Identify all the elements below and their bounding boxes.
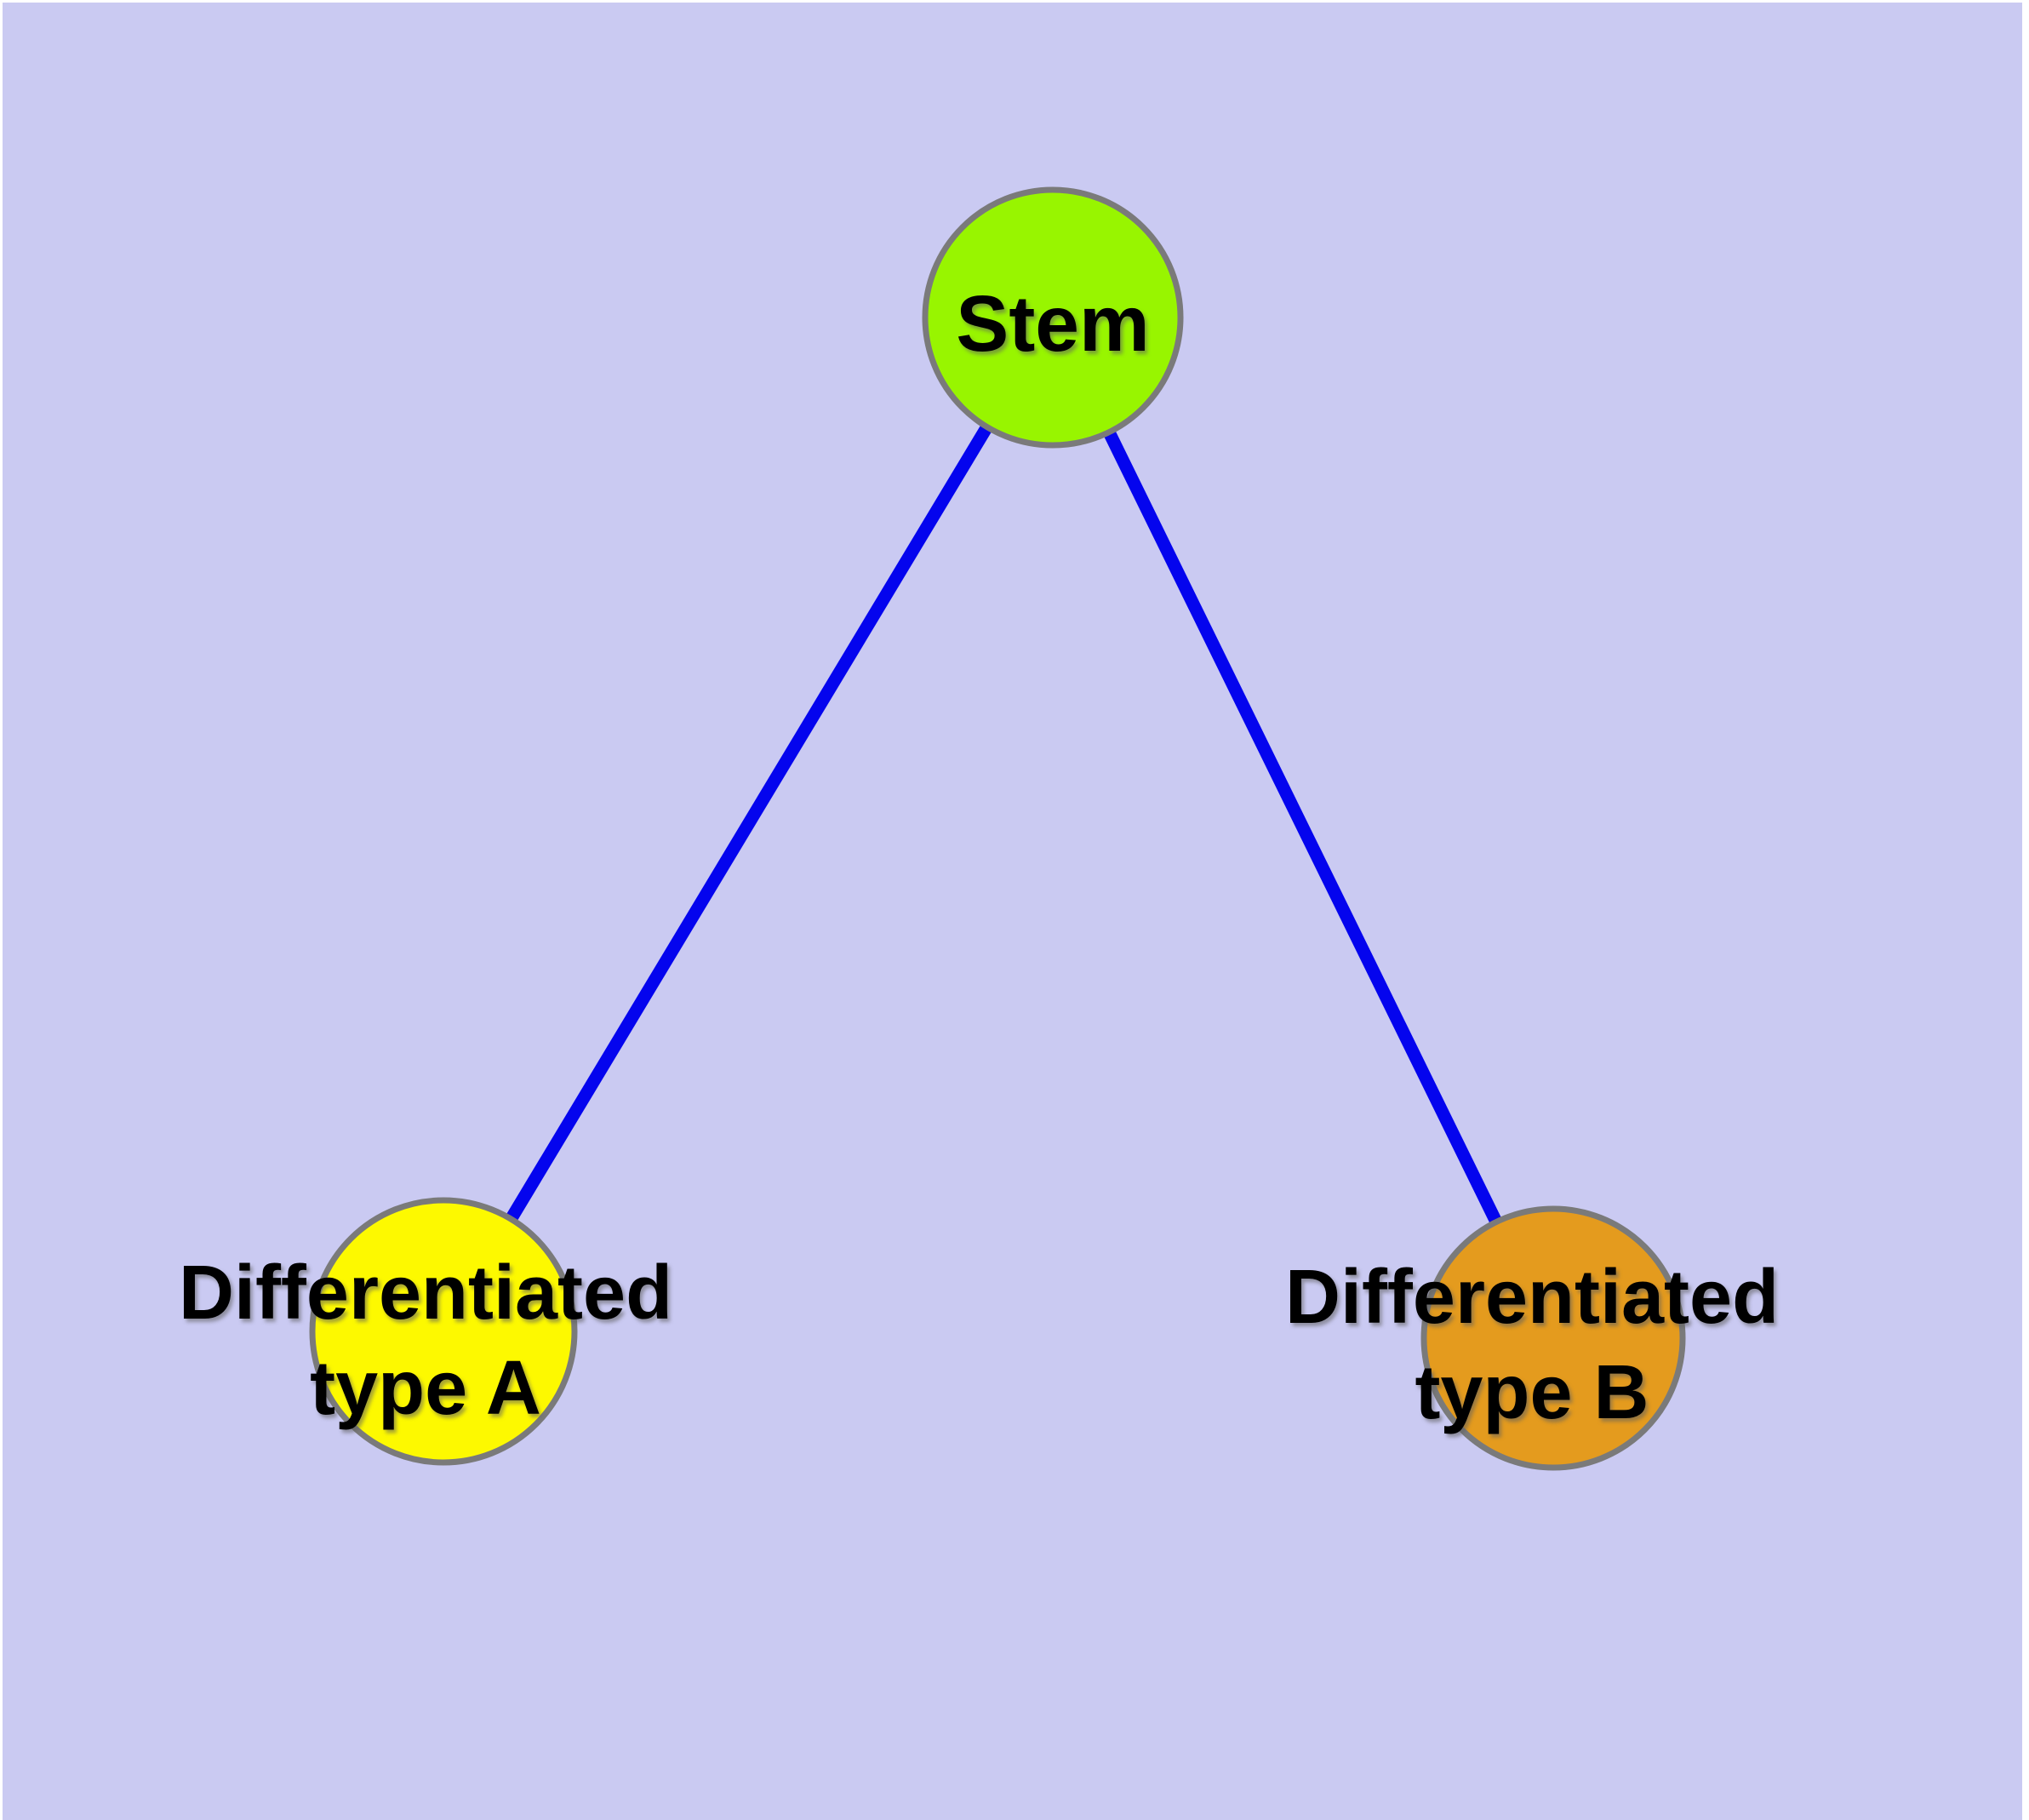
node-stem-label: Stem: [956, 281, 1149, 366]
node-type-a-label-line2: type A: [310, 1346, 541, 1431]
nodes-layer: [309, 186, 1686, 1471]
node-type-b-label: Differentiated type B: [1285, 1250, 1779, 1440]
edge-stem-to-type-b: [1047, 314, 1559, 1342]
node-type-a-circle: [309, 1197, 578, 1466]
node-type-b-label-line2: type B: [1415, 1350, 1649, 1435]
node-type-a-label-line1: Differentiated: [178, 1251, 673, 1336]
edges-layer: [437, 314, 1559, 1342]
node-stem-label-text: Stem: [956, 279, 1150, 368]
node-type-b-circle: [1420, 1205, 1686, 1471]
node-stem-circle: [922, 186, 1184, 449]
node-type-b-label-line1: Differentiated: [1284, 1255, 1780, 1340]
edge-stem-to-type-a: [437, 314, 1059, 1335]
node-type-a-label: Differentiated type A: [179, 1245, 672, 1436]
